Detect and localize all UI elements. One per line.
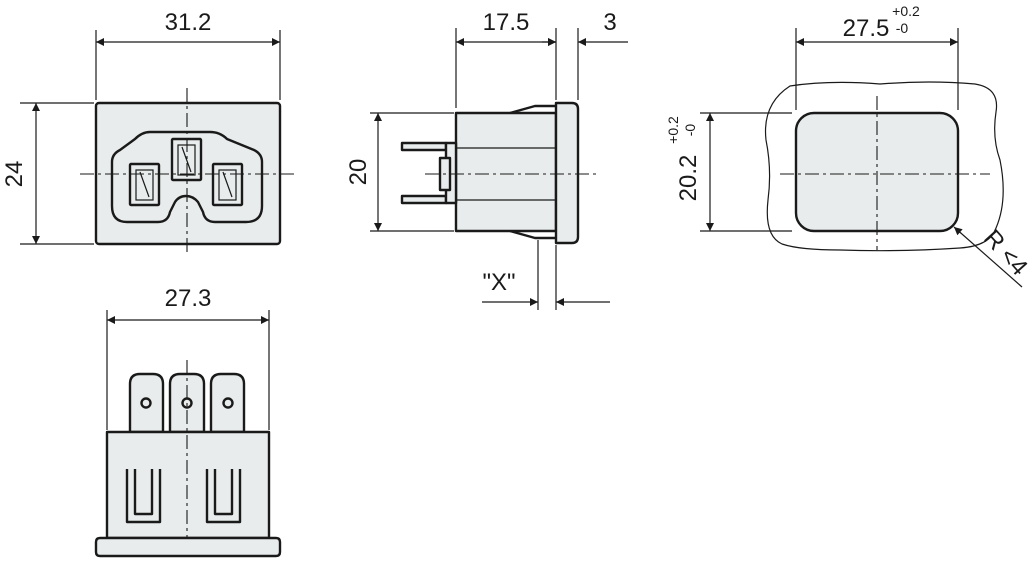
terminal-upper (400, 141, 448, 152)
cutout-width-tol-minus: -0 (896, 20, 909, 36)
cutout-height-tol-minus: -0 (682, 124, 698, 137)
cutout-radius-label: R <4 (978, 225, 1032, 281)
top-view-flange (94, 536, 282, 558)
cutout-view: 27.5 +0.2 -0 20.2 +0.2 -0 R <4 (665, 3, 1033, 288)
side-x-label: "X" (482, 269, 515, 296)
panel-outline (764, 81, 1004, 252)
front-width-label: 31.2 (165, 9, 212, 36)
cutout-width-tol-plus: +0.2 (892, 3, 920, 19)
side-depth-label: 17.5 (483, 9, 530, 36)
front-height-label: 24 (1, 161, 28, 188)
cutout-width-label: 27.5 (843, 15, 890, 42)
side-view-flange (554, 101, 580, 245)
top-pin-right (209, 372, 246, 434)
cutout-height-tol-plus: +0.2 (665, 116, 681, 144)
socket-outline (110, 130, 264, 224)
side-flange-label: 3 (603, 9, 616, 36)
terminal-lower (400, 194, 448, 205)
front-view: 31.2 24 (1, 9, 298, 256)
side-height-label: 20 (345, 159, 372, 186)
side-view-body (454, 111, 558, 233)
top-pin-left (128, 372, 165, 434)
side-view: 17.5 3 20 "X" (345, 9, 628, 310)
contact-right (211, 162, 244, 207)
top-width-label: 27.3 (165, 285, 212, 312)
cutout-height-label: 20.2 (675, 155, 702, 202)
top-view: 27.3 (94, 285, 282, 558)
contact-left (128, 162, 161, 207)
